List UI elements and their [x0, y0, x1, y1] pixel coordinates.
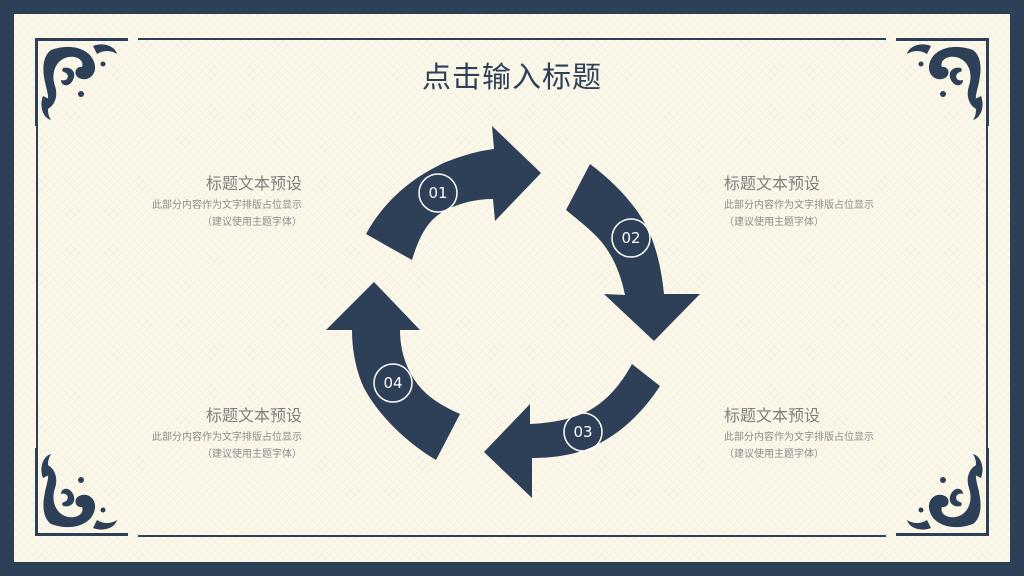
arrow-segment-02[interactable] [566, 164, 700, 341]
step-number-02: 02 [621, 229, 640, 247]
corner-ornament-top-right [896, 38, 989, 126]
block-body-line: 此部分内容作为文字排版占位显示 [724, 200, 874, 211]
step-number-01: 01 [428, 184, 447, 202]
text-block-top-right[interactable]: 标题文本预设 此部分内容作为文字排版占位显示 （建议使用主题字体） [724, 170, 894, 231]
corner-ornament-bottom-left [35, 448, 128, 536]
arrow-segment-01[interactable] [366, 126, 541, 260]
block-heading: 标题文本预设 [205, 406, 302, 425]
step-number-ring-01 [418, 173, 458, 213]
step-number-ring-04 [373, 363, 413, 403]
text-block-top-left[interactable]: 标题文本预设 此部分内容作为文字排版占位显示 （建议使用主题字体） [132, 170, 302, 231]
block-body-line: （建议使用主题字体） [724, 217, 824, 228]
step-number-ring-02 [611, 218, 651, 258]
arrow-segment-04[interactable] [326, 282, 460, 460]
frame-right-line [986, 120, 988, 450]
slide-canvas [14, 14, 1010, 562]
step-number-ring-03 [563, 412, 603, 452]
frame-left-line [36, 120, 38, 450]
corner-ornament-bottom-right [896, 448, 989, 536]
step-number-03: 03 [573, 423, 592, 441]
text-block-bottom-left[interactable]: 标题文本预设 此部分内容作为文字排版占位显示 （建议使用主题字体） [132, 402, 302, 463]
block-body-line: （建议使用主题字体） [724, 449, 824, 460]
corner-ornament-top-left [35, 38, 128, 126]
block-body: 此部分内容作为文字排版占位显示 （建议使用主题字体） [724, 429, 894, 463]
step-number-04: 04 [383, 374, 402, 392]
block-body-line: （建议使用主题字体） [202, 449, 302, 460]
block-body: 此部分内容作为文字排版占位显示 （建议使用主题字体） [724, 197, 894, 231]
block-body-line: 此部分内容作为文字排版占位显示 [724, 432, 874, 443]
frame-top-line [138, 38, 886, 40]
block-body: 此部分内容作为文字排版占位显示 （建议使用主题字体） [132, 197, 302, 231]
block-body-line: 此部分内容作为文字排版占位显示 [152, 432, 302, 443]
arrow-segment-03[interactable] [484, 364, 660, 498]
block-body: 此部分内容作为文字排版占位显示 （建议使用主题字体） [132, 429, 302, 463]
block-heading: 标题文本预设 [205, 174, 302, 193]
frame-bottom-line [138, 535, 886, 537]
block-body-line: （建议使用主题字体） [202, 217, 302, 228]
block-heading: 标题文本预设 [724, 406, 821, 425]
block-body-line: 此部分内容作为文字排版占位显示 [152, 200, 302, 211]
block-heading: 标题文本预设 [724, 174, 821, 193]
text-block-bottom-right[interactable]: 标题文本预设 此部分内容作为文字排版占位显示 （建议使用主题字体） [724, 402, 894, 463]
slide-title[interactable]: 点击输入标题 [421, 60, 602, 94]
